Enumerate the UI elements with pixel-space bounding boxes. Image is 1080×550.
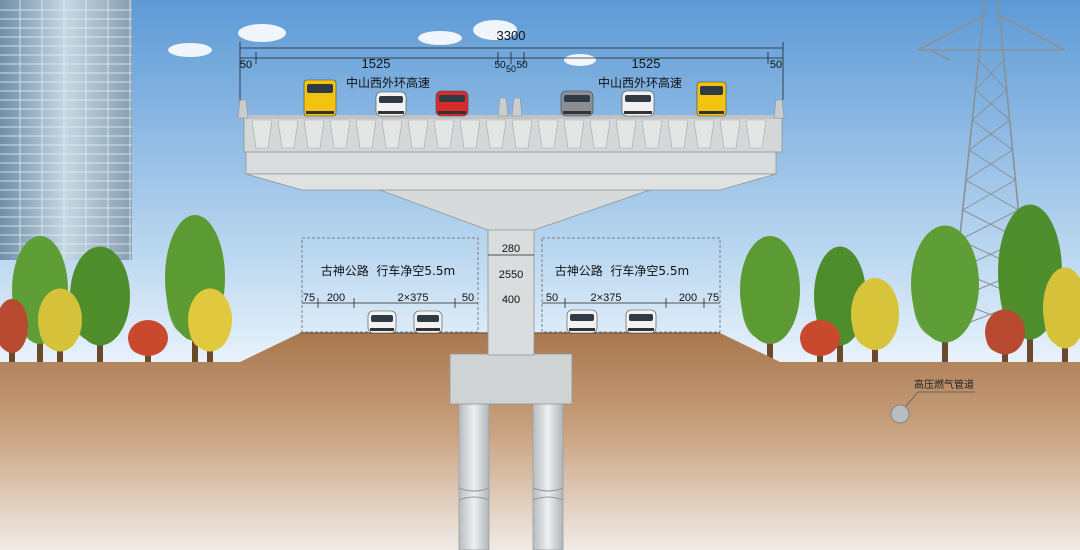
deck-total-width: 3300 <box>497 28 526 43</box>
deck-left-edge: 50 <box>240 59 252 71</box>
lower-right-label: 古神公路 行车净空5.5m <box>555 263 689 278</box>
lower-right-dim-3: 200 <box>679 292 697 304</box>
lower-right-dim-1: 50 <box>546 292 558 304</box>
pile-cap <box>449 353 573 405</box>
lower-left-dim-3: 2×375 <box>398 292 429 304</box>
deck-left-span: 1525 <box>362 56 391 71</box>
deck-right-edge: 50 <box>770 59 782 71</box>
pier-base-label: 400 <box>502 294 520 306</box>
lower-left-dim-1: 75 <box>303 292 315 304</box>
lower-right-dim-4: 75 <box>707 292 719 304</box>
upper-road-right-label: 中山西外环高速 <box>598 75 682 90</box>
lower-right-dim-2: 2×375 <box>591 292 622 304</box>
pier-height-label: 2550 <box>499 269 523 281</box>
median-right: 50 <box>516 60 528 71</box>
clouds <box>168 20 596 66</box>
skyscraper <box>0 0 132 260</box>
gas-pipe-icon <box>890 404 910 424</box>
median-left: 50 <box>494 60 506 71</box>
upper-deck-vehicles <box>303 79 727 117</box>
lower-left-label: 古神公路 行车净空5.5m <box>321 263 455 278</box>
median-mid: 50 <box>506 64 516 74</box>
deck-right-span: 1525 <box>632 56 661 71</box>
dimension-lines <box>239 42 784 308</box>
pier-width-label: 280 <box>502 243 520 255</box>
upper-road-left-label: 中山西外环高速 <box>346 75 430 90</box>
pile-foundation <box>458 401 564 550</box>
gas-pipe-label: 高压燃气管道 <box>914 378 974 391</box>
trees-right <box>740 204 1080 362</box>
trees-left <box>0 215 232 362</box>
lower-left-dim-4: 50 <box>462 292 474 304</box>
lower-road-vehicles <box>367 309 657 334</box>
lower-left-dim-2: 200 <box>327 292 345 304</box>
bridge-deck <box>237 97 785 191</box>
